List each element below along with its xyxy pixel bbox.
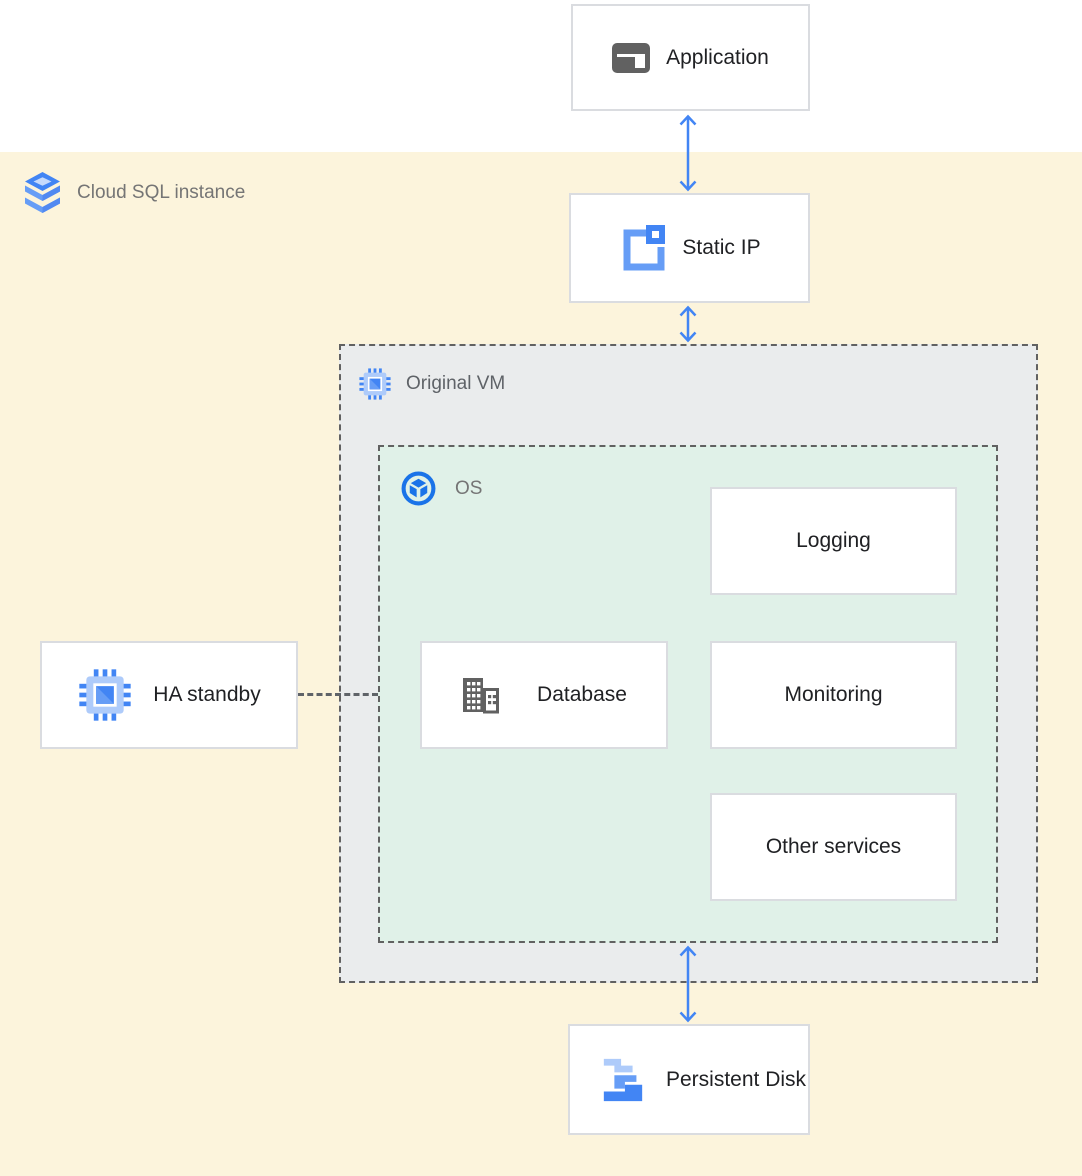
logging-label: Logging — [796, 529, 871, 552]
double-arrow-icon — [676, 113, 700, 193]
logging-node: Logging — [710, 487, 957, 595]
other-services-node: Other services — [710, 793, 957, 901]
original-vm-label-row: Original VM — [358, 367, 505, 401]
monitoring-node: Monitoring — [710, 641, 957, 749]
os-text: OS — [455, 477, 483, 499]
application-window-icon — [612, 42, 651, 73]
database-label: Database — [537, 683, 627, 706]
external-ip-icon — [618, 224, 666, 272]
ha-standby-node: HA standby — [40, 641, 298, 749]
original-vm-text: Original VM — [406, 373, 506, 394]
application-node: Application — [571, 4, 810, 111]
cloud-sql-region-text: Cloud SQL instance — [77, 182, 246, 203]
database-building-icon — [461, 676, 501, 714]
application-label: Application — [666, 45, 769, 69]
persistent-disk-node: Persistent Disk — [568, 1024, 810, 1135]
static-ip-node: Static IP — [569, 193, 810, 303]
monitoring-label: Monitoring — [784, 683, 883, 706]
persistent-disk-icon — [600, 1055, 646, 1105]
os-icon — [400, 470, 437, 507]
original-vm-container: Original VM OS Logging — [339, 344, 1038, 983]
static-ip-label: Static IP — [682, 236, 761, 259]
persistent-disk-label: Persistent Disk — [666, 1068, 807, 1091]
database-node: Database — [420, 641, 668, 749]
ha-standby-connector-line — [298, 693, 378, 696]
cloud-sql-region-label: Cloud SQL instance — [24, 172, 245, 214]
compute-engine-icon — [77, 667, 133, 723]
cloud-sql-icon — [24, 172, 61, 214]
other-services-label: Other services — [765, 835, 902, 858]
double-arrow-icon — [676, 304, 700, 344]
os-label-row: OS — [400, 470, 482, 507]
compute-engine-icon — [358, 367, 392, 401]
double-arrow-icon — [676, 944, 700, 1024]
ha-standby-label: HA standby — [153, 683, 261, 706]
os-container: OS Logging — [378, 445, 998, 943]
